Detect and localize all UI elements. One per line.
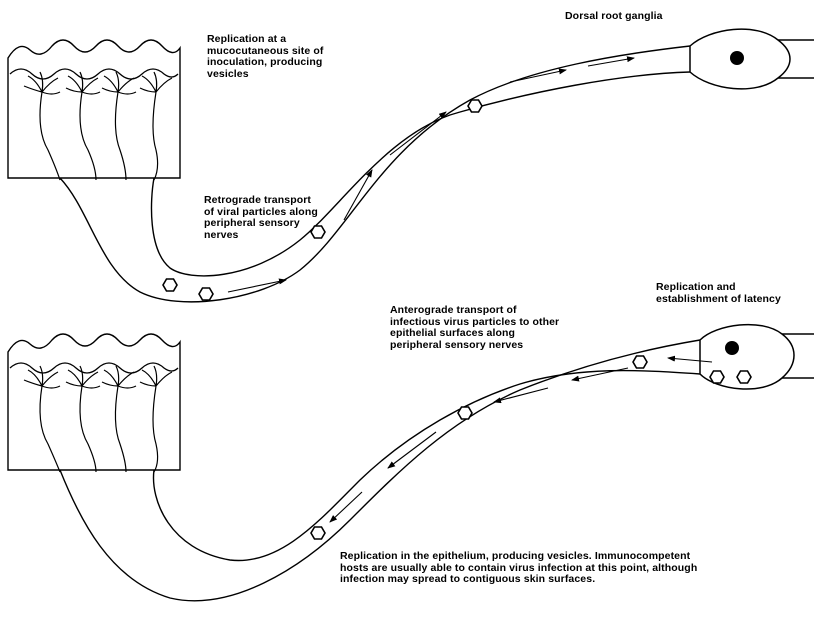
bottom-neuron-nucleus xyxy=(725,341,739,355)
bottom-virions xyxy=(311,356,647,539)
latency-label: Replication and establishment of latency xyxy=(656,282,781,305)
top-ganglion xyxy=(690,29,814,89)
top-neuron-nucleus xyxy=(730,51,744,65)
epithelium-replication-label: Replication in the epithelium, producing… xyxy=(340,551,697,586)
retrograde-transport-label: Retrograde transport of viral particles … xyxy=(204,195,318,241)
bottom-ganglion xyxy=(700,325,814,389)
top-arrows xyxy=(228,58,634,292)
anterograde-transport-label: Anterograde transport of infectious viru… xyxy=(390,305,559,351)
bottom-arrows xyxy=(330,358,712,522)
dorsal-root-ganglia-label: Dorsal root ganglia xyxy=(565,11,663,23)
replication-site-label: Replication at a mucocutaneous site of i… xyxy=(207,34,323,80)
